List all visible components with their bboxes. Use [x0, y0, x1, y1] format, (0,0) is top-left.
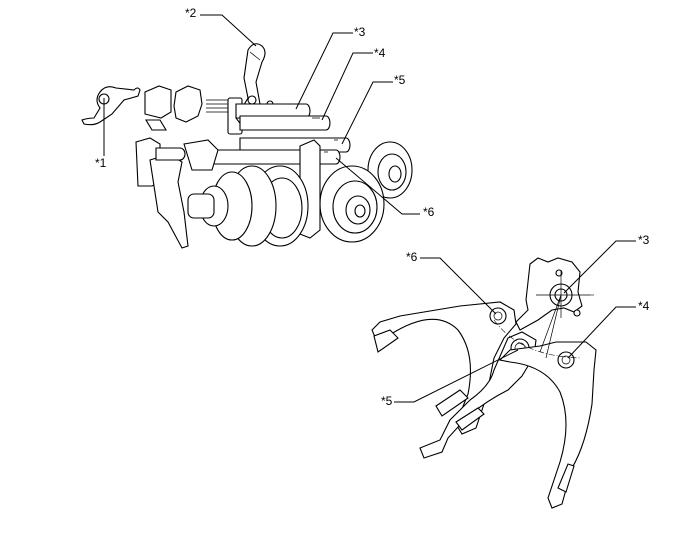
shift-fork-detail-view [371, 240, 636, 509]
shift-fork-part-5 [419, 331, 537, 459]
detail-callout-5: *5 [381, 394, 393, 408]
detail-leader-lines [394, 240, 636, 403]
shift-head-part-3 [515, 257, 594, 331]
callout-5: *5 [394, 73, 406, 87]
callout-2: *2 [185, 6, 197, 20]
shift-shafts [195, 103, 351, 165]
assembly-view [81, 14, 420, 249]
detail-callout-3: *3 [638, 233, 650, 247]
callout-3: *3 [354, 25, 366, 39]
reference-lines [493, 294, 581, 359]
callout-1: *1 [95, 156, 107, 170]
bracket [135, 137, 219, 249]
selector-blocks [144, 85, 243, 135]
callout-6: *6 [423, 205, 435, 219]
shift-lever-part-1 [81, 86, 141, 126]
assembly-leader-lines [103, 14, 420, 215]
callout-4: *4 [374, 46, 386, 60]
detail-callout-6: *6 [406, 250, 418, 264]
detail-callout-4: *4 [638, 299, 650, 313]
